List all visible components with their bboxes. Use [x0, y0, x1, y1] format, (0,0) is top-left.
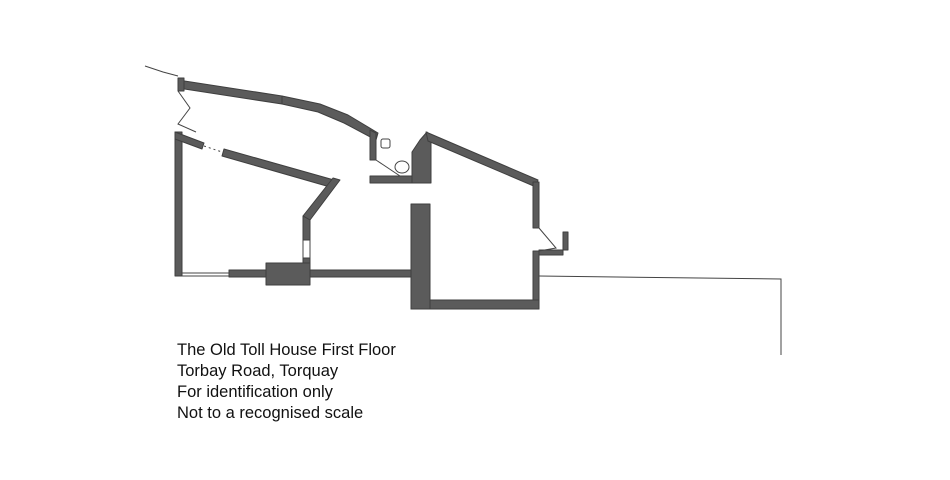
door-swing-top-left — [177, 90, 197, 133]
wall-left-top-diagonal — [221, 148, 335, 188]
plan-title: The Old Toll House First Floor — [177, 341, 396, 359]
door-opening-left-room — [203, 145, 223, 153]
wall-top-left — [177, 79, 283, 105]
boundary-line — [538, 275, 782, 355]
wall-partition-vertical — [302, 215, 311, 241]
walls — [174, 77, 569, 310]
plan-lines — [144, 65, 782, 355]
wall-left-side — [174, 131, 183, 277]
door-swing-right — [538, 227, 557, 252]
wall-top-middle — [281, 95, 379, 141]
plan-note-identification: For identification only — [177, 383, 333, 401]
toilet-fixture — [380, 138, 391, 149]
wall-top-left-stub — [177, 77, 185, 92]
chimney-block — [265, 262, 311, 286]
wall-right-projection — [538, 231, 569, 256]
bath-door-swing — [375, 159, 401, 177]
wall-left-bottom — [228, 269, 412, 278]
plan-note-scale: Not to a recognised scale — [177, 404, 364, 422]
basin-fixture — [394, 160, 410, 174]
wall-right-top — [425, 131, 539, 188]
plan-address: Torbay Road, Torquay — [177, 362, 339, 380]
wall-right-side — [532, 181, 540, 229]
wall-central-partition — [410, 203, 431, 310]
plan-caption: The Old Toll House First Floor Torbay Ro… — [177, 340, 396, 424]
stair-zigzag — [144, 65, 179, 77]
wall-bath-left — [369, 129, 377, 161]
wall-left-top — [174, 131, 205, 150]
